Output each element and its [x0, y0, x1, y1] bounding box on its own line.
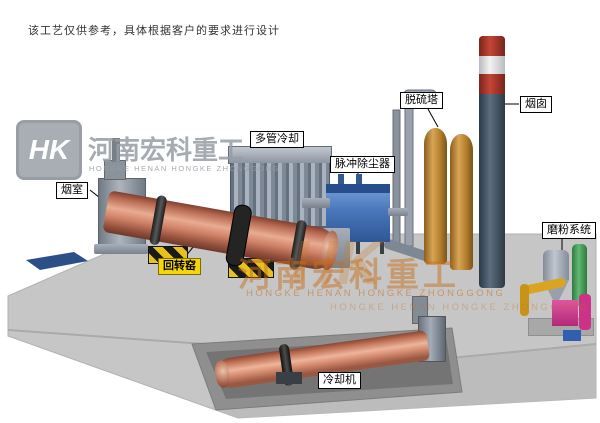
label-chimney: 烟囱 — [520, 96, 552, 113]
blue-pallet — [26, 252, 88, 270]
desulfurization-tower-1 — [424, 128, 447, 264]
grinding-cyclone — [543, 250, 569, 280]
dust-collector-top — [326, 184, 390, 193]
process-pipe-1 — [404, 95, 414, 247]
leader-desulfurization — [427, 108, 439, 128]
dust-collector-leg — [380, 242, 384, 254]
label-grinding-system: 磨粉系统 — [542, 222, 596, 239]
chimney-stripe-white — [479, 56, 505, 74]
smoke-chamber-stack — [112, 138, 120, 162]
grinding-magenta-unit — [552, 300, 578, 326]
brand-logo: HK 河南宏科重工 HONGKE HENAN HONGKE ZHONGGONG — [16, 120, 279, 184]
logo-company-name: 河南宏科重工 — [88, 135, 245, 165]
dust-collector-leg — [356, 242, 360, 254]
label-cooling-machine: 冷却机 — [318, 372, 361, 389]
dust-collector-stack — [338, 174, 344, 184]
disclaimer-text: 该工艺仅供参考，具体根据客户的要求进行设计 — [28, 25, 280, 37]
label-smoke-chamber: 烟室 — [56, 182, 88, 199]
grinding-pink-column — [579, 294, 591, 330]
dust-collector-stack — [356, 174, 362, 184]
label-pulse-dust-collector: 脉冲除尘器 — [330, 156, 395, 173]
screw-conveyor — [383, 239, 431, 262]
connecting-duct — [388, 208, 408, 216]
cooling-machine-support — [276, 372, 302, 384]
grinding-yellow-pipe-vertical — [520, 284, 529, 316]
chimney — [479, 36, 505, 288]
grinding-blue-unit — [563, 330, 581, 341]
chimney-stripe-red-top — [479, 36, 505, 56]
chimney-stripe-red — [479, 74, 505, 94]
label-desulfurization-tower: 脱硫塔 — [400, 92, 443, 109]
desulfurization-tower-2 — [450, 134, 473, 270]
connecting-duct — [302, 198, 330, 208]
grinding-green-unit — [572, 244, 587, 306]
label-rotary-kiln: 回转窑 — [158, 258, 201, 275]
logo-tagline: HONGKE HENAN HONGKE ZHONGGONG — [89, 164, 281, 173]
label-multi-tube-cooler: 多管冷却 — [250, 131, 304, 148]
smoke-chamber-base — [94, 244, 148, 254]
process-pipe-2 — [392, 109, 401, 247]
logo-monogram: HK — [16, 120, 82, 180]
